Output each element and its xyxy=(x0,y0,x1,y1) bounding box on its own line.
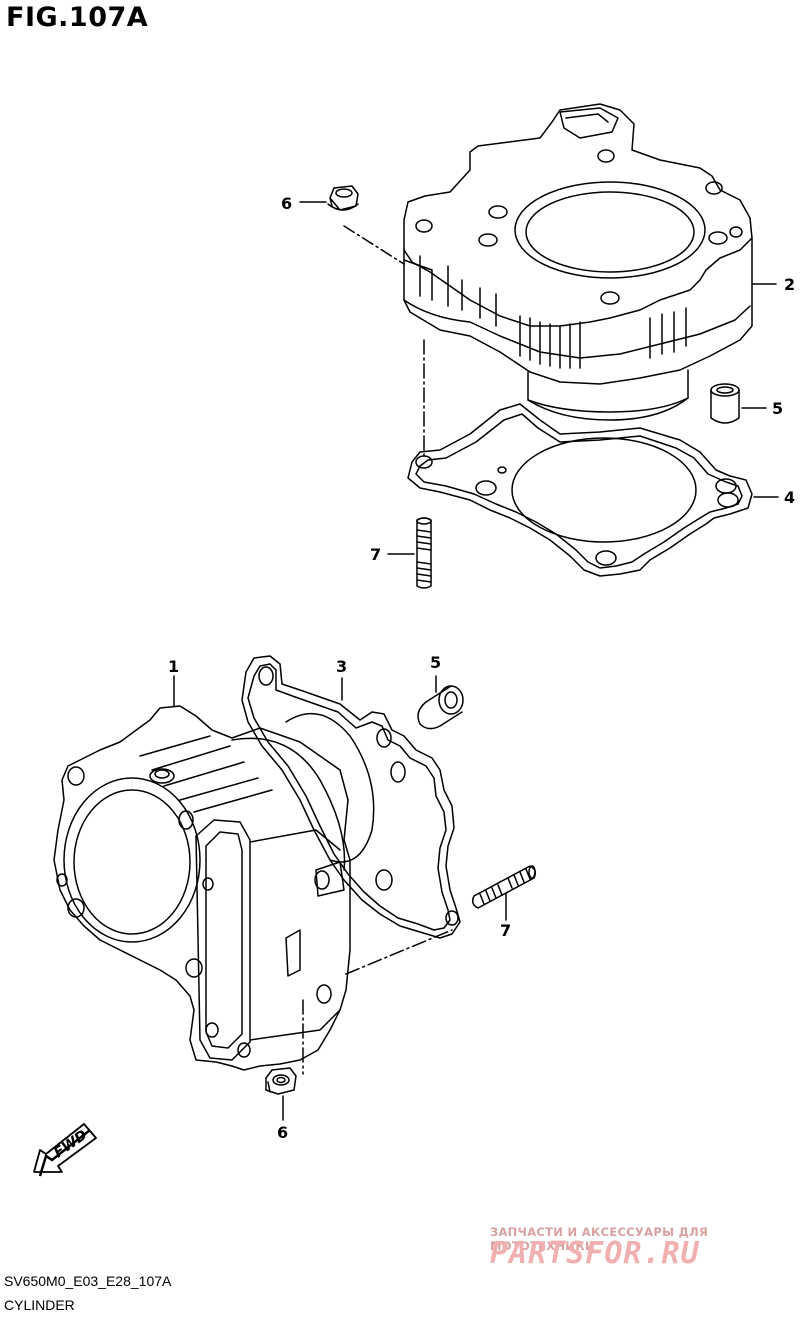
callout-4: 4 xyxy=(784,488,795,507)
callout-7-top: 7 xyxy=(370,545,381,564)
callout-1: 1 xyxy=(168,657,179,676)
stud-part-7-bottom xyxy=(471,865,537,909)
nut-part-6-bottom xyxy=(265,1067,297,1095)
cylinder-part-2 xyxy=(403,103,753,421)
callout-6-bottom: 6 xyxy=(277,1123,288,1142)
diagram-code: SV650M0_E03_E28_107A xyxy=(4,1273,172,1289)
callout-2: 2 xyxy=(784,275,795,294)
dowel-part-5-top xyxy=(710,383,740,424)
gasket-part-3 xyxy=(241,655,461,939)
cylinder-part-1 xyxy=(53,705,351,1071)
callout-5-bottom: 5 xyxy=(430,653,441,672)
watermark-tagline: ЗАПЧАСТИ И АКСЕССУАРЫ ДЛЯ МОТОТЕХНИКИ xyxy=(490,1225,709,1253)
dowel-part-5-bottom xyxy=(417,685,464,730)
diagram-caption: CYLINDER xyxy=(4,1297,75,1313)
fwd-arrow-icon: FWD xyxy=(33,1123,97,1177)
gasket-part-4 xyxy=(407,403,753,577)
nut-part-6-top xyxy=(327,185,359,211)
callout-3: 3 xyxy=(336,657,347,676)
callout-5-top: 5 xyxy=(772,399,783,418)
callout-6-top: 6 xyxy=(281,194,292,213)
callout-7-bottom: 7 xyxy=(500,921,511,940)
watermark-logo: PARTSFOR.RU xyxy=(490,1236,700,1271)
stud-part-7-top xyxy=(416,517,432,589)
figure-title: FIG.107A xyxy=(6,2,149,33)
